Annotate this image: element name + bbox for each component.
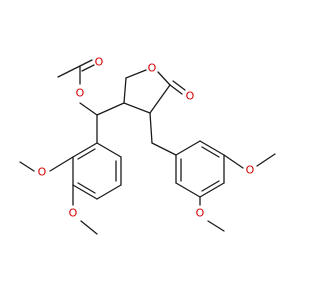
bond-right-ome1-o — [223, 154, 244, 169]
ring-left-inner-2 — [77, 182, 96, 194]
ring-left-bond-6 — [96, 142, 122, 158]
left-aryl-ring — [19, 142, 122, 235]
bond-methine-c4 — [96, 102, 125, 116]
molecule-structure-diagram: O O O O O O O O — [19, 56, 276, 235]
ring-right-inner-2 — [201, 180, 220, 192]
ring-right-bond-4 — [199, 182, 225, 198]
bond-left-ome1-me — [19, 161, 35, 172]
ring-left-bond-3 — [72, 184, 98, 200]
bond-c3-c4 — [123, 102, 151, 114]
atom-o-methoxy-left-2: O — [69, 207, 78, 220]
bond-carbonyl-double-1 — [79, 59, 93, 67]
atom-o-methoxy-right-1: O — [246, 164, 255, 177]
bond-ester-o-methine — [79, 102, 98, 116]
methine-links — [96, 102, 125, 144]
ring-right-bond-5 — [175, 182, 201, 198]
bond-right-ome1-me — [256, 153, 276, 167]
ring-right-bond-2 — [199, 140, 225, 156]
atom-o-acetyl-carbonyl: O — [95, 56, 104, 69]
bond-lactone-double-2 — [172, 80, 186, 91]
acetyl-group — [57, 59, 98, 116]
bond-carbonyl-double-2 — [81, 64, 95, 72]
lactone-ring — [123, 69, 186, 114]
bond-c3-ch2 — [149, 112, 153, 144]
bond-c4-ch2 — [123, 77, 127, 104]
ring-right-inner-1 — [201, 146, 220, 158]
bond-left-ome2-me — [80, 220, 98, 235]
ring-left-bond-1 — [72, 142, 98, 158]
atom-o-acetyl-ester: O — [76, 87, 85, 100]
bond-o-c2 — [157, 71, 171, 86]
ring-right-bond-1 — [175, 140, 201, 156]
atom-o-lactone-ring: O — [148, 62, 157, 75]
benzyl-links — [149, 112, 177, 156]
bond-c2-c3 — [149, 84, 171, 114]
oxygen-labels: O O O O O O O O — [38, 56, 255, 220]
atom-o-methoxy-left-1: O — [38, 166, 47, 179]
bond-ch2-o — [125, 69, 147, 79]
atom-o-lactone-carbonyl: O — [186, 90, 195, 103]
atom-o-methoxy-right-2: O — [196, 207, 205, 220]
ring-left-inner-1 — [77, 148, 96, 160]
ring-left-bond-4 — [96, 184, 122, 200]
bond-methyl-carbonyl — [57, 65, 81, 78]
bond-ch2-aryl — [151, 142, 177, 156]
bond-lactone-double-1 — [169, 84, 183, 95]
bond-right-ome2-me — [207, 220, 225, 232]
bond-left-ome1-o — [49, 156, 74, 172]
right-aryl-ring — [175, 140, 276, 232]
